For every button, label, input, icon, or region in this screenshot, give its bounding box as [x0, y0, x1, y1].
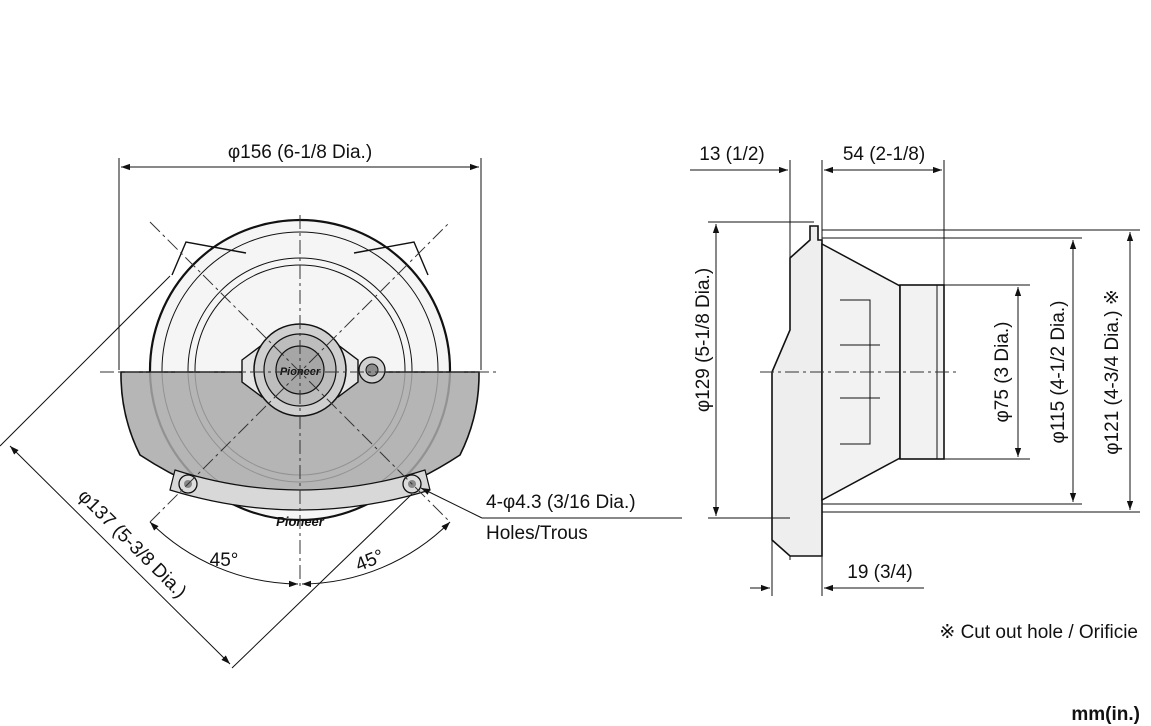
dia121-label: φ121 (4-3/4 Dia.) ※ [1102, 289, 1123, 455]
angle-arc-right [301, 521, 451, 588]
dia75-label: φ75 (3 Dia.) [992, 321, 1013, 422]
grille-side-profile [771, 225, 823, 557]
cutout-note: ※ Cut out hole / Orificie [939, 622, 1138, 643]
hole-circle-dimension-line [9, 445, 231, 665]
mount-ear-left [171, 241, 247, 276]
terminal-tabs [840, 344, 880, 399]
mount-depth-label: 19 (3/4) [847, 562, 912, 583]
diagonal-centerline-2 [149, 221, 451, 523]
dia129-label: φ129 (5-1/8 Dia.) [693, 268, 714, 412]
side-view: 13 (1/2) 54 (2-1/8) φ129 (5-1/8 Dia.) φ7… [690, 144, 1140, 596]
front-view: φ156 (6-1/8 Dia.) Pioneer Pioneer [0, 142, 682, 669]
holes-label-translation: Holes/Trous [486, 523, 588, 544]
flange-thickness-label: 13 (1/2) [699, 144, 764, 165]
super-tweeter-dome [365, 363, 379, 377]
outer-diameter-label: φ156 (6-1/8 Dia.) [228, 142, 372, 163]
angle-label-left: 45° [210, 550, 239, 571]
depth-label: 54 (2-1/8) [843, 144, 925, 165]
units-label: mm(in.) [1071, 704, 1140, 725]
hole-circle-extension-bottom [231, 493, 413, 669]
holes-leader-line [420, 487, 483, 519]
hole-circle-extension-top [0, 275, 171, 447]
dia115-label: φ115 (4-1/2 Dia.) [1048, 301, 1069, 444]
mount-ear-right [353, 241, 429, 276]
holes-label: 4-φ4.3 (3/16 Dia.) [486, 492, 636, 513]
angle-label-right: 45° [353, 546, 388, 576]
hole-circle-label: φ137 (5-3/8 Dia.) [73, 486, 190, 603]
